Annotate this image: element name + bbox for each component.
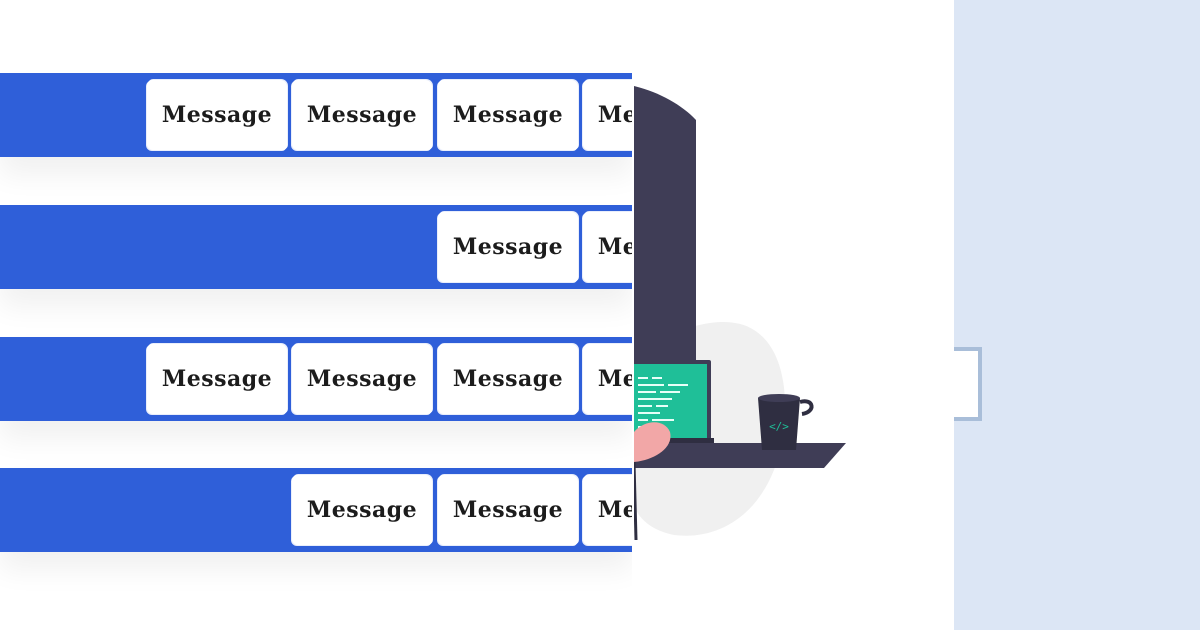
hand: [634, 422, 671, 462]
chair-leg: [634, 461, 638, 541]
queue-row-1: Message Message Message Message: [0, 73, 632, 157]
desk-scene-svg: </>: [634, 86, 846, 541]
wall-panel: [634, 86, 696, 390]
message-card: Message: [294, 346, 430, 412]
message-card: Message: [585, 477, 632, 543]
message-card: Message: [440, 214, 576, 280]
bracket-shape: [954, 347, 982, 421]
message-queue-panel: Message Message Message Message Message …: [0, 73, 632, 552]
right-side-panel: [954, 0, 1200, 630]
message-card: Message: [440, 477, 576, 543]
message-card: Message: [440, 82, 576, 148]
developer-desk-illustration: </>: [634, 0, 954, 630]
message-card: Message: [294, 477, 430, 543]
code-lines: [638, 377, 688, 428]
message-card: Message: [585, 346, 632, 412]
message-card: Message: [585, 214, 632, 280]
message-card: Message: [149, 82, 285, 148]
message-card: Message: [585, 82, 632, 148]
message-card: Message: [440, 346, 576, 412]
queue-row-4: Message Message Message: [0, 468, 632, 552]
queue-row-2: Message Message: [0, 205, 632, 289]
queue-row-3: Message Message Message Message: [0, 337, 632, 421]
mug-code-glyph: </>: [769, 420, 789, 433]
coffee-mug-icon: </>: [758, 394, 814, 450]
message-card: Message: [294, 82, 430, 148]
message-card: Message: [149, 346, 285, 412]
